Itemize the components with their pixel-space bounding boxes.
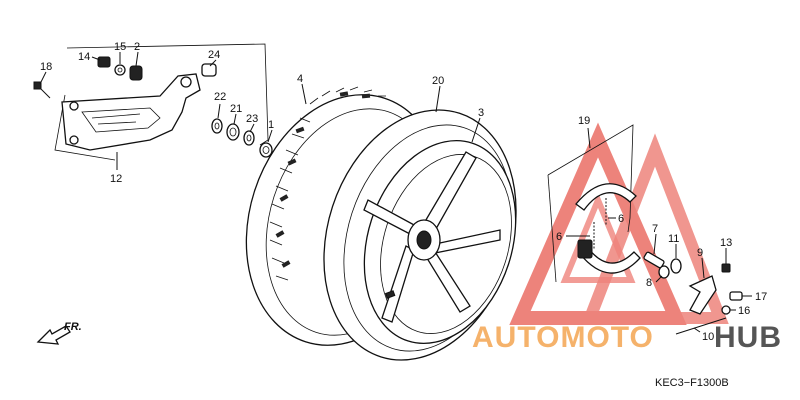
front-direction-indicator: FR. xyxy=(36,321,82,345)
leader-lines xyxy=(39,51,752,333)
watermark-logo xyxy=(509,122,729,325)
callout-20: 20 xyxy=(432,75,444,87)
callout-15: 15 xyxy=(114,41,126,53)
front-direction-label: FR. xyxy=(64,321,82,333)
callout-7: 7 xyxy=(652,223,658,235)
callout-11: 11 xyxy=(668,233,679,245)
callout-16: 16 xyxy=(738,305,750,317)
callout-23: 23 xyxy=(246,113,258,125)
callout-17: 17 xyxy=(755,291,767,303)
callout-labels: 14 15 2 24 18 22 21 23 1 12 4 20 3 19 6 … xyxy=(40,41,767,343)
brake-shoe-group xyxy=(547,124,743,335)
callout-9: 9 xyxy=(697,247,703,259)
callout-8: 8 xyxy=(646,277,652,289)
diagram-code: KEC3−F1300B xyxy=(655,377,729,389)
watermark-brand-part2: HUB xyxy=(714,321,782,354)
callout-18: 18 xyxy=(40,61,52,73)
callout-6-lower: 6 xyxy=(556,231,562,243)
front-arrow-icon xyxy=(36,325,71,345)
callout-21: 21 xyxy=(230,103,242,115)
callout-12: 12 xyxy=(110,173,122,185)
callout-10: 10 xyxy=(702,331,714,343)
watermark-brand: AUTOMOTO HUB xyxy=(472,321,782,354)
rear-wheel xyxy=(323,109,517,361)
swing-arm-group xyxy=(33,43,273,161)
callout-13: 13 xyxy=(720,237,732,249)
watermark-brand-part1: AUTOMOTO xyxy=(472,321,654,354)
callout-22: 22 xyxy=(214,91,226,103)
callout-1: 1 xyxy=(268,119,274,131)
callout-2: 2 xyxy=(134,41,140,53)
callout-3: 3 xyxy=(478,107,484,119)
callout-6-upper: 6 xyxy=(618,213,624,225)
callout-19: 19 xyxy=(578,115,590,127)
callout-24: 24 xyxy=(208,49,220,61)
callout-4: 4 xyxy=(297,73,303,85)
callout-14: 14 xyxy=(78,51,90,63)
